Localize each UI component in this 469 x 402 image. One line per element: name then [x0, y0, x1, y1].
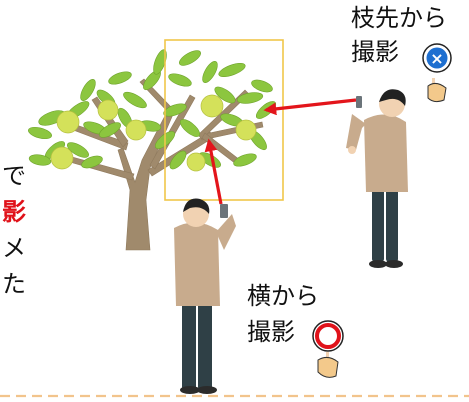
person-shooting-from-tip [346, 89, 408, 268]
arrow-from-tip [263, 98, 357, 116]
cut-text-line1: で [2, 162, 26, 190]
tip-shot-label-line2: 撮影 [351, 38, 399, 66]
cut-text-line2: 影 [2, 198, 26, 226]
cut-text-line3: メ [2, 234, 26, 262]
wrong-badge: × [422, 43, 452, 103]
shooting-frame [164, 39, 284, 201]
side-shot-label-line1: 横から [247, 282, 319, 310]
correct-badge [312, 320, 344, 378]
cut-text-line4: た [2, 270, 26, 298]
apple-tree [28, 49, 277, 251]
side-shot-label-line2: 撮影 [247, 318, 295, 346]
arrow-from-side [204, 138, 223, 205]
wrong-mark: × [430, 49, 443, 68]
person-shooting-from-side [174, 198, 236, 394]
tip-shot-label-line1: 枝先から [351, 4, 447, 32]
